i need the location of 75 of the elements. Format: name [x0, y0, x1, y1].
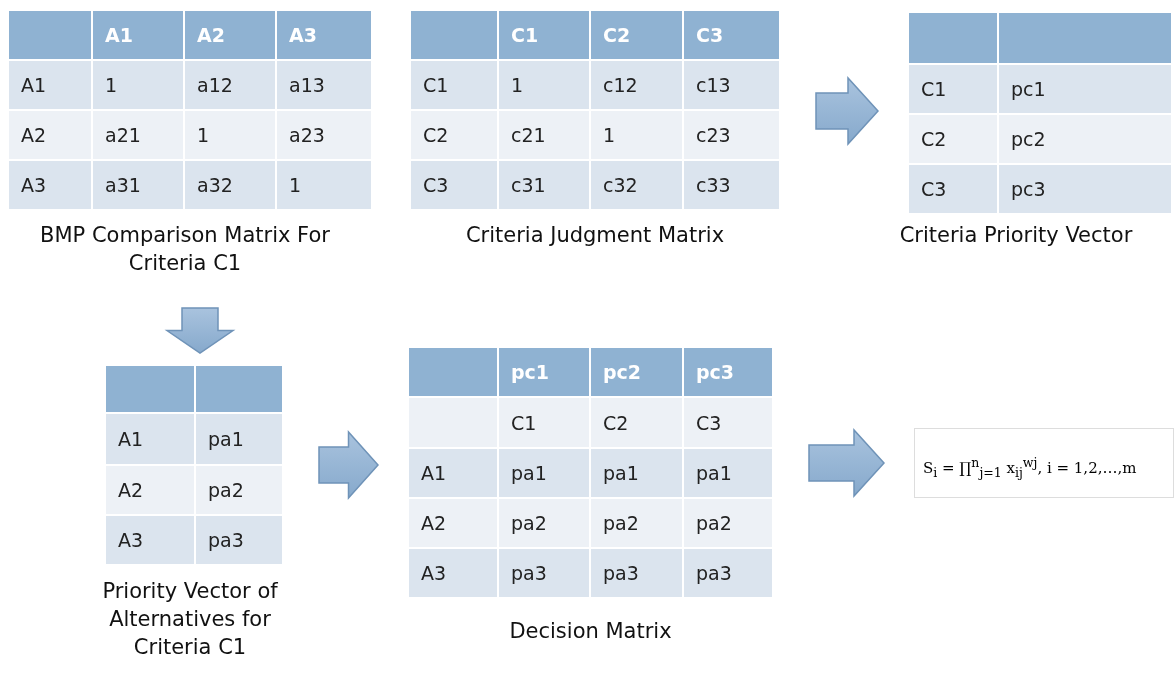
matrix-table: [8, 10, 372, 210]
table-cell: C3: [411, 161, 497, 209]
matrix-table: [908, 12, 1172, 214]
table-caption: Criteria Priority Vector: [898, 222, 1134, 249]
table-cell: 1: [185, 111, 275, 159]
table-cell: pa3: [684, 549, 772, 597]
table-cell: 1: [499, 61, 589, 109]
table-caption: Priority Vector of Alternatives for Criteria C1: [101, 578, 279, 661]
table-cell: pa2: [196, 466, 282, 514]
formula-box: S$_{i}$ = ∏$^{n}$$_{j=1}$ x$_{ij}$$^{wj}$, i = 1,2,…,m: [914, 428, 1174, 498]
table-cell: a31: [93, 161, 183, 209]
table-cell: C3: [684, 398, 772, 447]
table-cell: pa2: [684, 499, 772, 547]
table-caption: Criteria Judgment Matrix: [464, 222, 726, 249]
table-cell: A1: [9, 61, 91, 109]
table-cell: c13: [684, 61, 779, 109]
table-cell: pa2: [591, 499, 682, 547]
matrix-table: [105, 365, 283, 565]
header-cell: C1: [499, 11, 589, 59]
header-cell: pc2: [591, 348, 682, 396]
table-cell: 1: [93, 61, 183, 109]
table-cell: A3: [106, 516, 194, 564]
table-cell: C1: [499, 398, 589, 447]
table-cell: C2: [909, 115, 997, 163]
table-cell: A3: [9, 161, 91, 209]
table-cell: pa3: [196, 516, 282, 564]
table-cell: C2: [411, 111, 497, 159]
table-cell: A1: [409, 449, 497, 497]
header-cell: A3: [277, 11, 371, 59]
table-cell: c33: [684, 161, 779, 209]
table-cell: A2: [9, 111, 91, 159]
table-cell: A2: [409, 499, 497, 547]
table-cell: C1: [411, 61, 497, 109]
table-cell: 1: [591, 111, 682, 159]
table-cell: pa3: [499, 549, 589, 597]
header-cell: pc3: [684, 348, 772, 396]
table-cell: pa1: [499, 449, 589, 497]
table-cell: a12: [185, 61, 275, 109]
table-cell: pa1: [196, 414, 282, 464]
table-cell: C3: [909, 165, 997, 213]
table-cell: 1: [277, 161, 371, 209]
table-cell: a13: [277, 61, 371, 109]
table-cell: A1: [106, 414, 194, 464]
table-cell: pc2: [999, 115, 1171, 163]
table-cell: pa2: [499, 499, 589, 547]
table-cell: c23: [684, 111, 779, 159]
table-cell: a32: [185, 161, 275, 209]
block-arrow: [815, 76, 879, 146]
block-arrow: [318, 430, 379, 500]
table-cell: c32: [591, 161, 682, 209]
block-arrow: [808, 428, 885, 498]
table-cell: A3: [409, 549, 497, 597]
table-cell: A2: [106, 466, 194, 514]
header-cell: A2: [185, 11, 275, 59]
table-cell: c12: [591, 61, 682, 109]
table-cell: C1: [909, 65, 997, 113]
header-cell: pc1: [499, 348, 589, 396]
matrix-table: [408, 347, 773, 598]
header-cell: C3: [684, 11, 779, 59]
table-caption: Decision Matrix: [508, 618, 673, 645]
table-cell: pc3: [999, 165, 1171, 213]
matrix-table: [410, 10, 780, 210]
table-cell: C2: [591, 398, 682, 447]
table-cell: pa3: [591, 549, 682, 597]
table-cell: c31: [499, 161, 589, 209]
table-cell: pa1: [684, 449, 772, 497]
block-arrow: [164, 307, 236, 354]
table-cell: pc1: [999, 65, 1171, 113]
header-cell: C2: [591, 11, 682, 59]
header-cell: A1: [93, 11, 183, 59]
table-cell: c21: [499, 111, 589, 159]
table-caption: BMP Comparison Matrix For Criteria C1: [39, 222, 331, 277]
table-cell: a21: [93, 111, 183, 159]
table-cell: a23: [277, 111, 371, 159]
table-cell: pa1: [591, 449, 682, 497]
